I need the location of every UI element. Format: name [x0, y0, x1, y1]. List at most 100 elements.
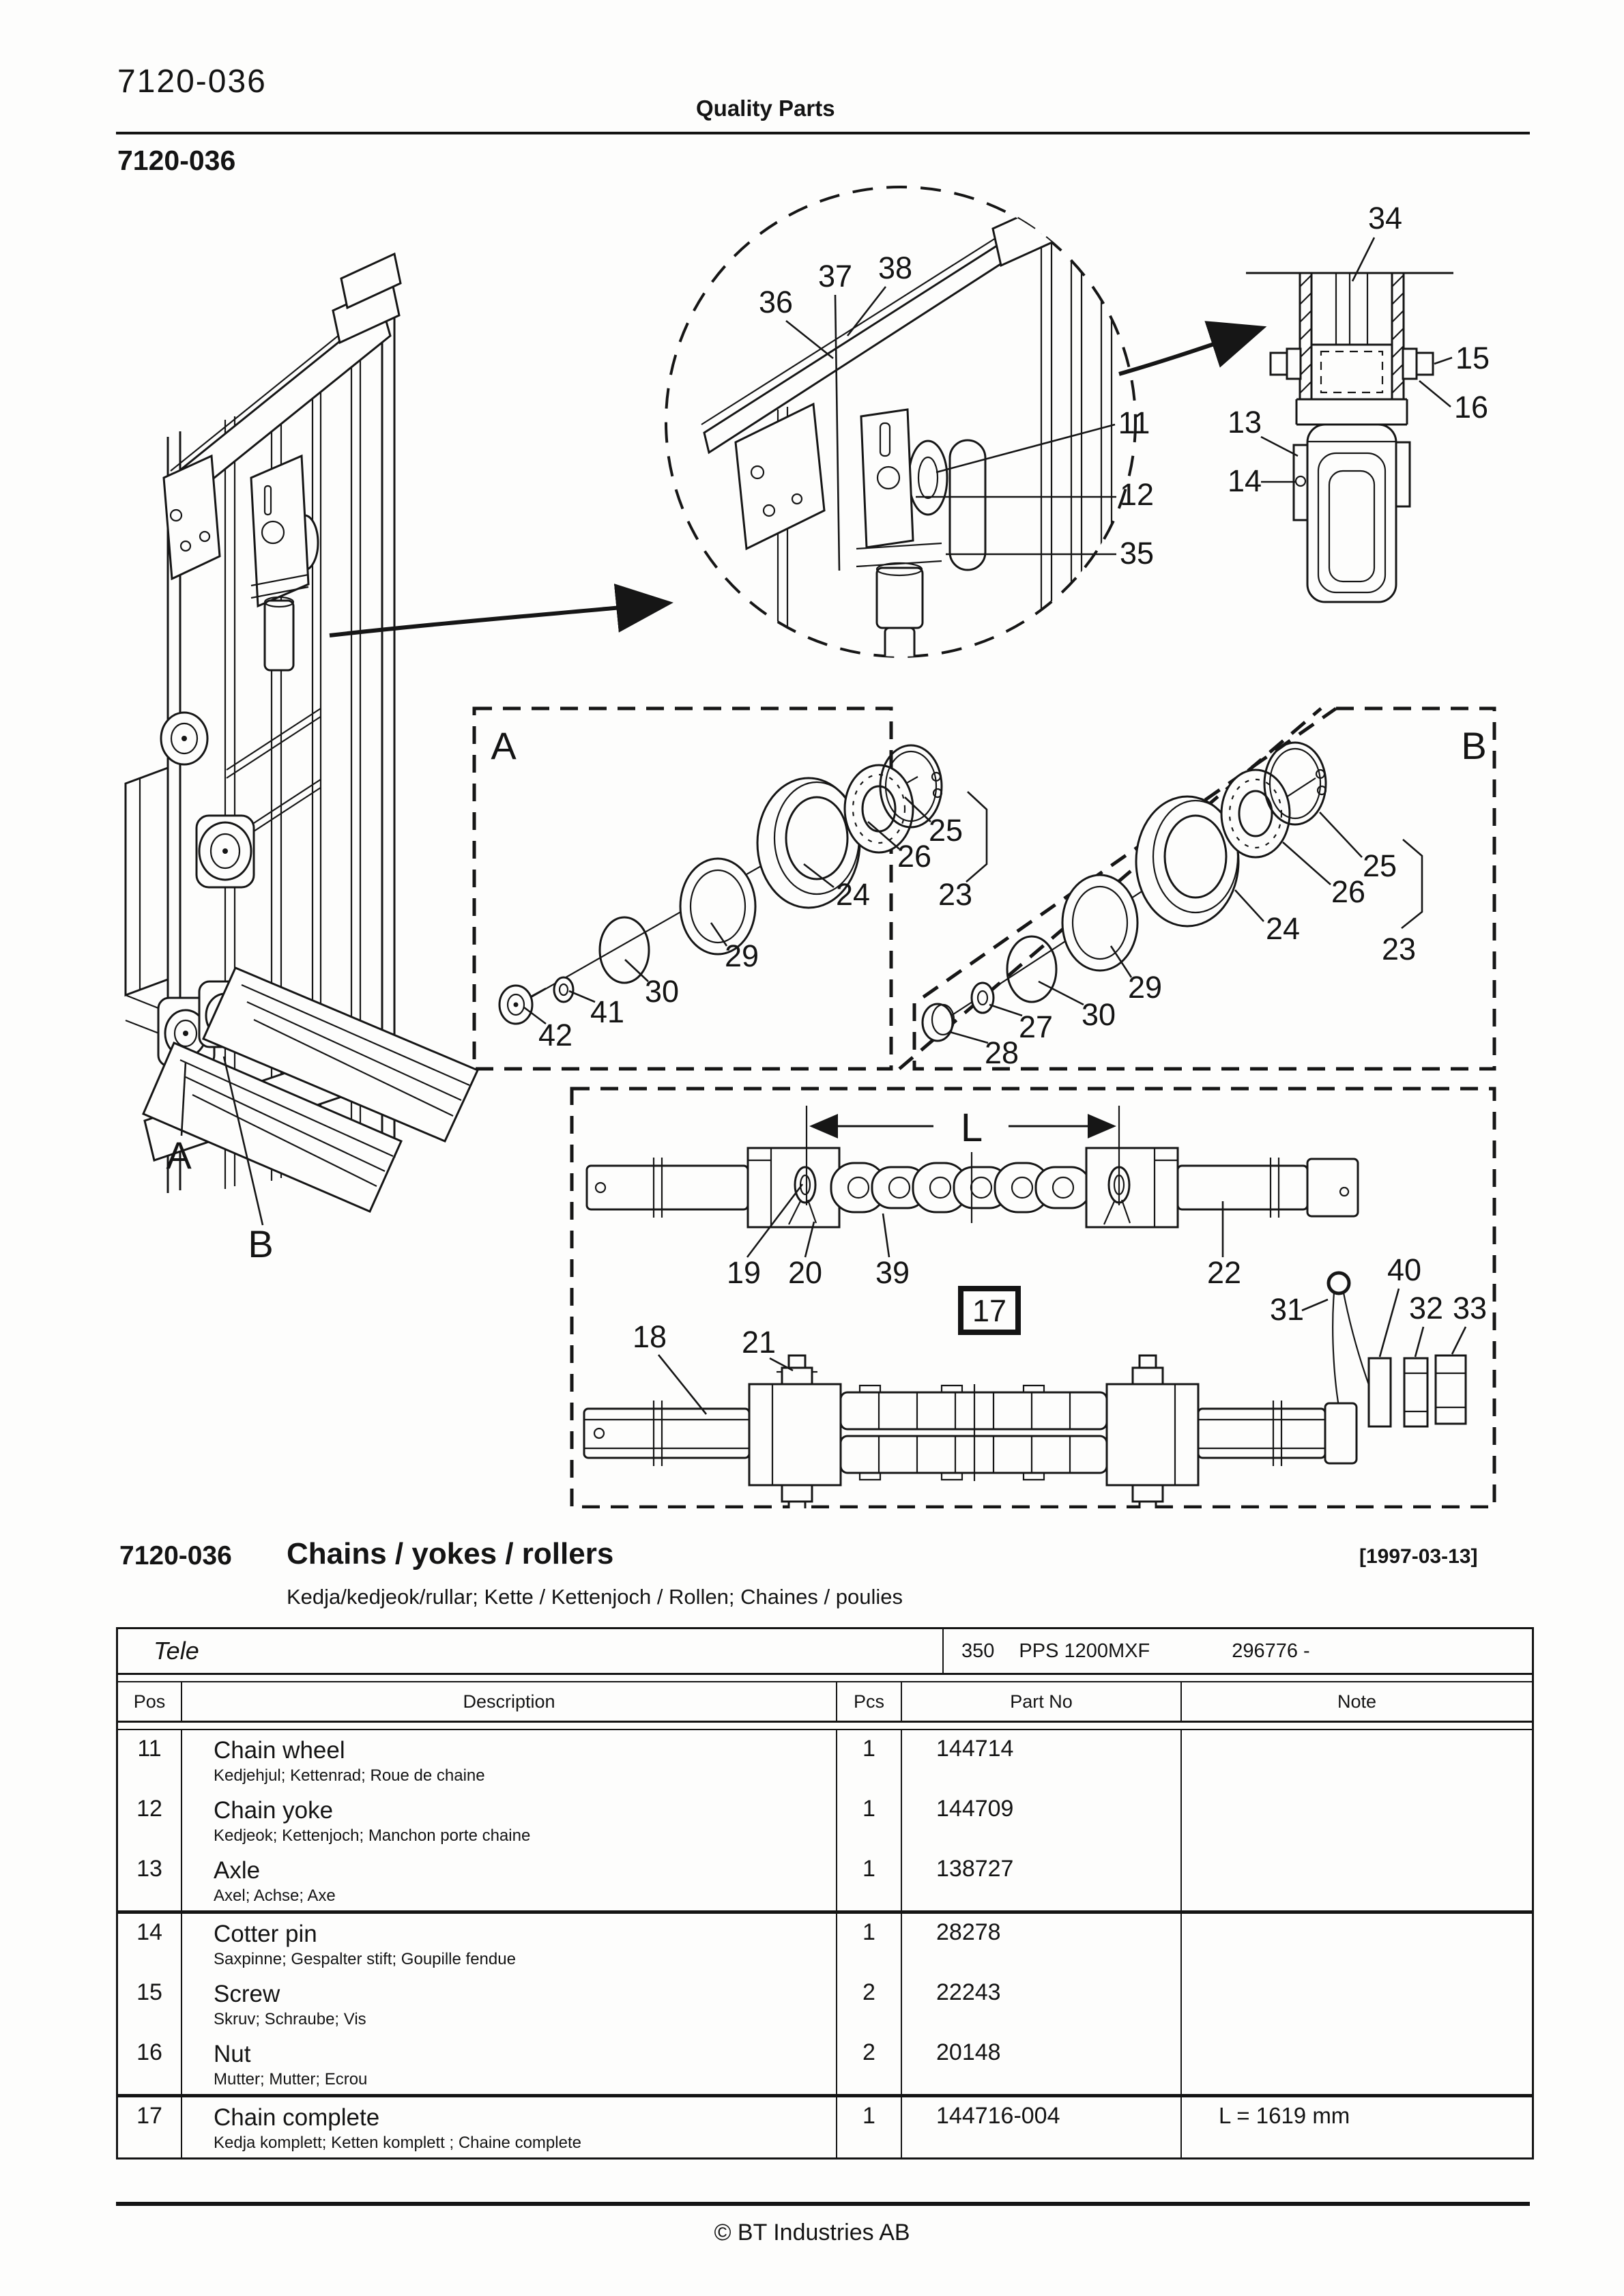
mast-chain-wheel-assembly [250, 454, 319, 672]
col-header-pos: Pos [118, 1682, 182, 1721]
row-note [1182, 1790, 1532, 1850]
box-letter-a: A [491, 724, 517, 767]
callout-19: 19 [727, 1255, 761, 1290]
row-note [1182, 1974, 1532, 2034]
row-pcs: 1 [837, 1790, 902, 1850]
callout-18: 18 [633, 1319, 667, 1354]
row-partno: 144709 [902, 1790, 1182, 1850]
col-header-pcs: Pcs [837, 1682, 902, 1721]
table-model-row: Tele 350 PPS 1200MXF 296776 - [118, 1629, 1532, 1673]
part-shim-32 [1403, 1357, 1429, 1428]
part-ring-29a [679, 857, 757, 956]
table-separator [118, 1721, 1532, 1730]
row-pos: 14 [118, 1914, 182, 1974]
row-translations: Mutter; Mutter; Ecrou [214, 2070, 368, 2089]
row-pcs: 1 [837, 1914, 902, 1974]
row-translations: Kedjehjul; Kettenrad; Roue de chaine [214, 1766, 485, 1785]
dimension-label: L [961, 1106, 983, 1150]
row-pcs: 1 [837, 1850, 902, 1910]
callout-15: 15 [1455, 341, 1490, 375]
dimension-l: L [805, 1106, 1120, 1205]
roller-box-b: B 28 27 30 29 24 [898, 706, 1496, 1071]
row-pcs: 2 [837, 2034, 902, 2094]
part-cotter-pin-31 [1326, 1271, 1373, 1415]
row-note [1182, 1730, 1532, 1790]
footer-rule [116, 2202, 1530, 2206]
part-bearing-26a [843, 764, 914, 854]
chains-box: L 19 20 39 22 17 31 [570, 1087, 1496, 1508]
part-snapring-25b [1263, 741, 1327, 826]
callout-23a: 23 [938, 877, 972, 912]
row-pcs: 1 [837, 1730, 902, 1790]
callout-20: 20 [788, 1255, 822, 1290]
callout-13: 13 [1228, 405, 1262, 440]
section-title: Chains / yokes / rollers [287, 1537, 614, 1570]
part-washer-27 [970, 981, 995, 1014]
callout-39: 39 [875, 1255, 910, 1290]
callout-24a: 24 [836, 877, 870, 912]
callout-37: 37 [818, 259, 852, 293]
col-header-note: Note [1337, 1691, 1377, 1712]
row-description: Chain complete [214, 2104, 380, 2131]
row-translations: Kedjeok; Kettenjoch; Manchon porte chain… [214, 1826, 531, 1845]
callout-33: 33 [1453, 1291, 1487, 1325]
row-translations: Kedja komplett; Ketten komplett ; Chaine… [214, 2134, 581, 2152]
part-washer-41 [553, 976, 575, 1003]
chain-links [830, 1152, 1092, 1223]
callout-30a: 30 [645, 974, 679, 1009]
callout-27: 27 [1019, 1009, 1053, 1044]
row-pos: 15 [118, 1974, 182, 2034]
footer-copyright: © BT Industries AB [714, 2220, 910, 2245]
mast-roller-lower [195, 814, 255, 889]
callout-41: 41 [590, 994, 624, 1029]
view-letter-b: B [248, 1222, 273, 1265]
page-header-title: Quality Parts [696, 96, 835, 121]
roller-box-a: A 42 41 30 29 24 [472, 706, 988, 1071]
callout-34: 34 [1368, 201, 1402, 235]
row-description: Axle [214, 1857, 261, 1884]
part-screw-42 [498, 984, 547, 1025]
detail-arrow-right [1118, 321, 1267, 376]
row-partno: 22243 [902, 1974, 1182, 2034]
row-description: Screw [214, 1981, 280, 2007]
callout-30b: 30 [1082, 997, 1116, 1032]
table-header-row: Pos Description Pcs Part No Note [118, 1682, 1532, 1721]
row-note [1182, 2034, 1532, 2094]
row-pcs: 1 [837, 2097, 902, 2157]
callout-25b: 25 [1363, 848, 1397, 883]
col-header-partno: Part No [902, 1682, 1182, 1721]
callout-38: 38 [878, 250, 912, 285]
callout-11: 11 [1118, 405, 1150, 440]
callout-40: 40 [1387, 1252, 1421, 1287]
part-bearing-26b [1220, 769, 1291, 859]
row-pos: 12 [118, 1790, 182, 1850]
table-separator [118, 1673, 1532, 1682]
callout-26a: 26 [897, 839, 931, 874]
callout-28: 28 [985, 1035, 1019, 1070]
model-serial-range: 296776 - [1232, 1639, 1310, 1662]
table-group-separator [118, 2094, 1532, 2097]
page-subheader-code: 7120-036 [117, 145, 236, 176]
part-roller-24b [1135, 795, 1240, 928]
part-circlip-30a [598, 916, 650, 984]
callout-26b: 26 [1331, 874, 1365, 909]
row-partno: 144714 [902, 1730, 1182, 1790]
detail-arrow-left [329, 584, 673, 637]
callout-25a: 25 [929, 813, 963, 848]
callout-23b: 23 [1382, 932, 1416, 966]
callout-31: 31 [1270, 1292, 1304, 1327]
row-pos: 16 [118, 2034, 182, 2094]
row-pcs: 2 [837, 1974, 902, 2034]
row-note [1182, 1914, 1532, 1974]
row-pos: 17 [118, 2097, 182, 2157]
chain-complete-assembly [583, 1354, 1358, 1508]
callout-29a: 29 [725, 938, 759, 973]
model-variant-name: PPS 1200MXF [1019, 1639, 1150, 1662]
part-disc-28 [921, 1003, 955, 1042]
